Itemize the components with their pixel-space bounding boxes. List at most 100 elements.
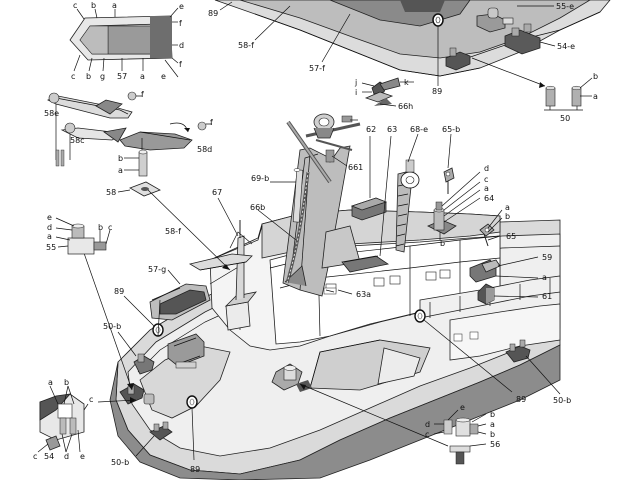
label-k: k: [404, 78, 409, 87]
label-50-b: 50-b: [111, 458, 129, 467]
label-b: b: [490, 430, 495, 439]
light-65: [479, 223, 495, 247]
label-56: 56: [490, 440, 500, 449]
label-d: d: [425, 420, 430, 429]
label-b: b: [91, 1, 96, 10]
funnel-63: [321, 225, 390, 273]
label-65-b: 65-b: [442, 125, 460, 134]
bracket-54-e: 54-e: [504, 23, 575, 55]
label-c: c: [108, 223, 112, 232]
label-55: 55: [46, 243, 56, 252]
winch-on-deck: [271, 363, 312, 392]
label-57: 57: [117, 72, 127, 81]
main-labels: 62 63 68-e 65-b 661 69-b 66b 67 d c a 64…: [103, 125, 571, 405]
label-f: f: [141, 90, 144, 99]
boat-labels: c b a e f d f e c b g 57 a: [71, 1, 184, 81]
label-66b: 66b: [250, 203, 265, 212]
label-54: 54: [44, 452, 54, 461]
crane-67: [224, 220, 257, 331]
main-arrows: [77, 189, 449, 461]
label-58-f: 58-f: [165, 227, 181, 236]
label-c: c: [484, 175, 488, 184]
label-a: a: [593, 92, 598, 101]
label-a: a: [484, 184, 489, 193]
bow-deck-fittings: [119, 333, 205, 441]
label-58: 58: [106, 188, 116, 197]
label-66h: 66h: [398, 102, 413, 111]
label-b: b: [86, 72, 91, 81]
label-89: 89: [208, 9, 218, 18]
label-50-b: 50-b: [103, 322, 121, 331]
label-e: e: [460, 403, 465, 412]
label-a: a: [112, 1, 117, 10]
label-89: 89: [114, 287, 124, 296]
light-65-b: [443, 167, 455, 194]
bitt-part-50: 50 b a: [544, 72, 598, 123]
ventilator-64: [427, 201, 457, 235]
bollard-part-55: e d a b c 55: [46, 213, 112, 255]
boat-label-lines: [73, 7, 179, 78]
label-64: 64: [484, 194, 494, 203]
label-g: g: [100, 72, 105, 81]
label-63: 63: [387, 125, 397, 134]
label-e: e: [179, 2, 184, 11]
label-b: b: [98, 223, 103, 232]
label-j: j: [354, 78, 357, 87]
label-d: d: [179, 41, 184, 50]
label-i: i: [355, 88, 357, 97]
label-61: 61: [542, 292, 552, 301]
label-58d: 58d: [197, 145, 212, 154]
label-50: 50: [560, 114, 570, 123]
label-b: b: [490, 410, 495, 419]
label-d: d: [484, 164, 489, 173]
label-c: c: [33, 452, 37, 461]
bracket-part-54: a b c 54 c d e: [33, 378, 93, 461]
label-e: e: [47, 213, 52, 222]
label-a: a: [118, 166, 123, 175]
label-59: 59: [542, 253, 552, 262]
bitts-50-top: [445, 47, 546, 88]
label-62: 62: [366, 125, 376, 134]
label-661: 661: [348, 163, 363, 172]
label-55-e: 55-e: [556, 2, 574, 11]
bottom-labels: 50-b 89: [111, 435, 200, 474]
bollard-55-e: 55-e: [476, 2, 574, 33]
label-a: a: [505, 203, 510, 212]
label-f: f: [179, 60, 182, 69]
marking-63a: [323, 287, 337, 295]
label-69-b: 69-b: [251, 174, 269, 183]
label-a: a: [48, 378, 53, 387]
davit-post-58: [124, 138, 161, 197]
part-62: [350, 197, 388, 221]
label-67: 67: [212, 188, 222, 197]
lifeboat-57-g: [149, 283, 211, 321]
label-b: b: [593, 72, 598, 81]
label-a: a: [47, 232, 52, 241]
label-65: 65: [506, 232, 516, 241]
davit-58-f: [188, 253, 253, 271]
label-c: c: [71, 72, 75, 81]
fitting-59: [469, 259, 501, 283]
label-b: b: [118, 154, 123, 163]
label-e: e: [161, 72, 166, 81]
winch-part-56: d c e b a b 56: [425, 403, 500, 465]
label-57-g: 57-g: [148, 265, 166, 274]
washers-89-deck: [152, 309, 426, 409]
label-c: c: [73, 1, 77, 10]
label-f: f: [179, 19, 182, 28]
label-68-e: 68-e: [410, 125, 428, 134]
fitting-61: [477, 283, 495, 305]
bollard-50-b-right: [505, 339, 531, 363]
inflatable-boat-part-57: [69, 15, 173, 61]
label-f: f: [210, 118, 213, 127]
label-b: b: [64, 378, 69, 387]
label-89: 89: [516, 395, 526, 404]
label-58-f: 58-f: [238, 41, 254, 50]
main-leader-lines: [217, 133, 561, 395]
label-e: e: [80, 452, 85, 461]
label-63a: 63a: [356, 290, 371, 299]
label-d: d: [64, 452, 69, 461]
label-a: a: [542, 273, 547, 282]
pole-69-b: [292, 168, 304, 223]
label-54-e: 54-e: [557, 42, 575, 51]
